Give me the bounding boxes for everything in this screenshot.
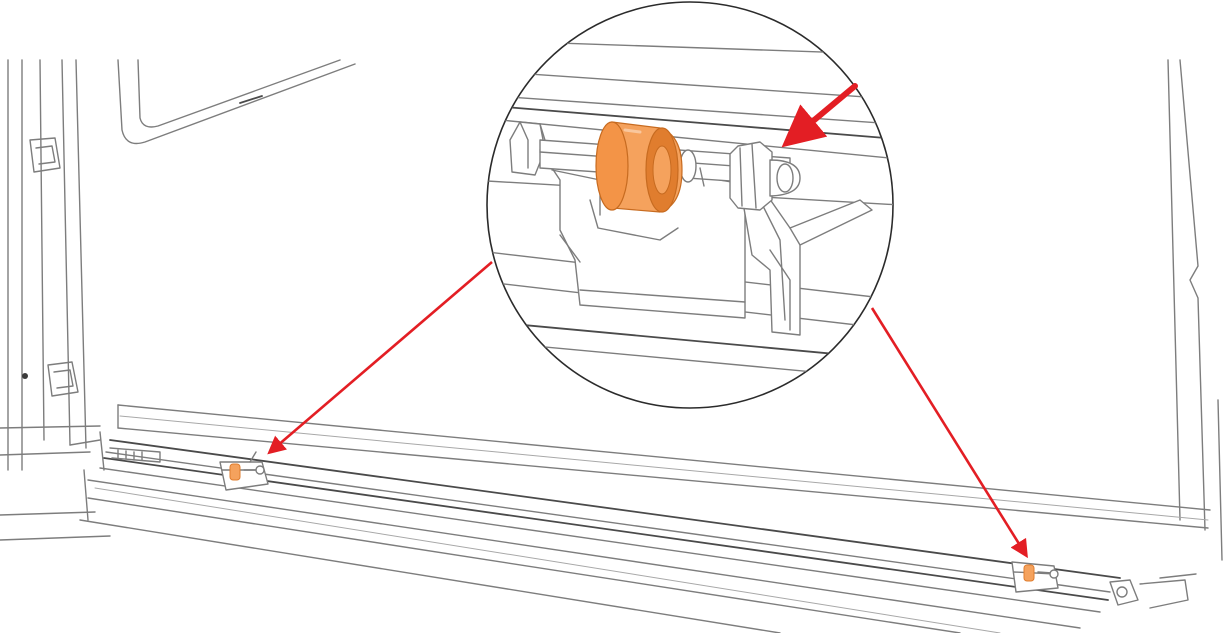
arrow-icon — [781, 83, 858, 148]
arrow-icon — [267, 261, 493, 455]
callout-arrows — [267, 83, 1028, 559]
bottom-rail — [79, 404, 1211, 633]
right-roller-assembly — [1011, 561, 1059, 593]
detail-magnifier — [486, 1, 894, 409]
cabinet-frame — [0, 59, 1223, 561]
arrow-icon — [870, 307, 1028, 559]
left-roller-assembly — [219, 451, 269, 491]
